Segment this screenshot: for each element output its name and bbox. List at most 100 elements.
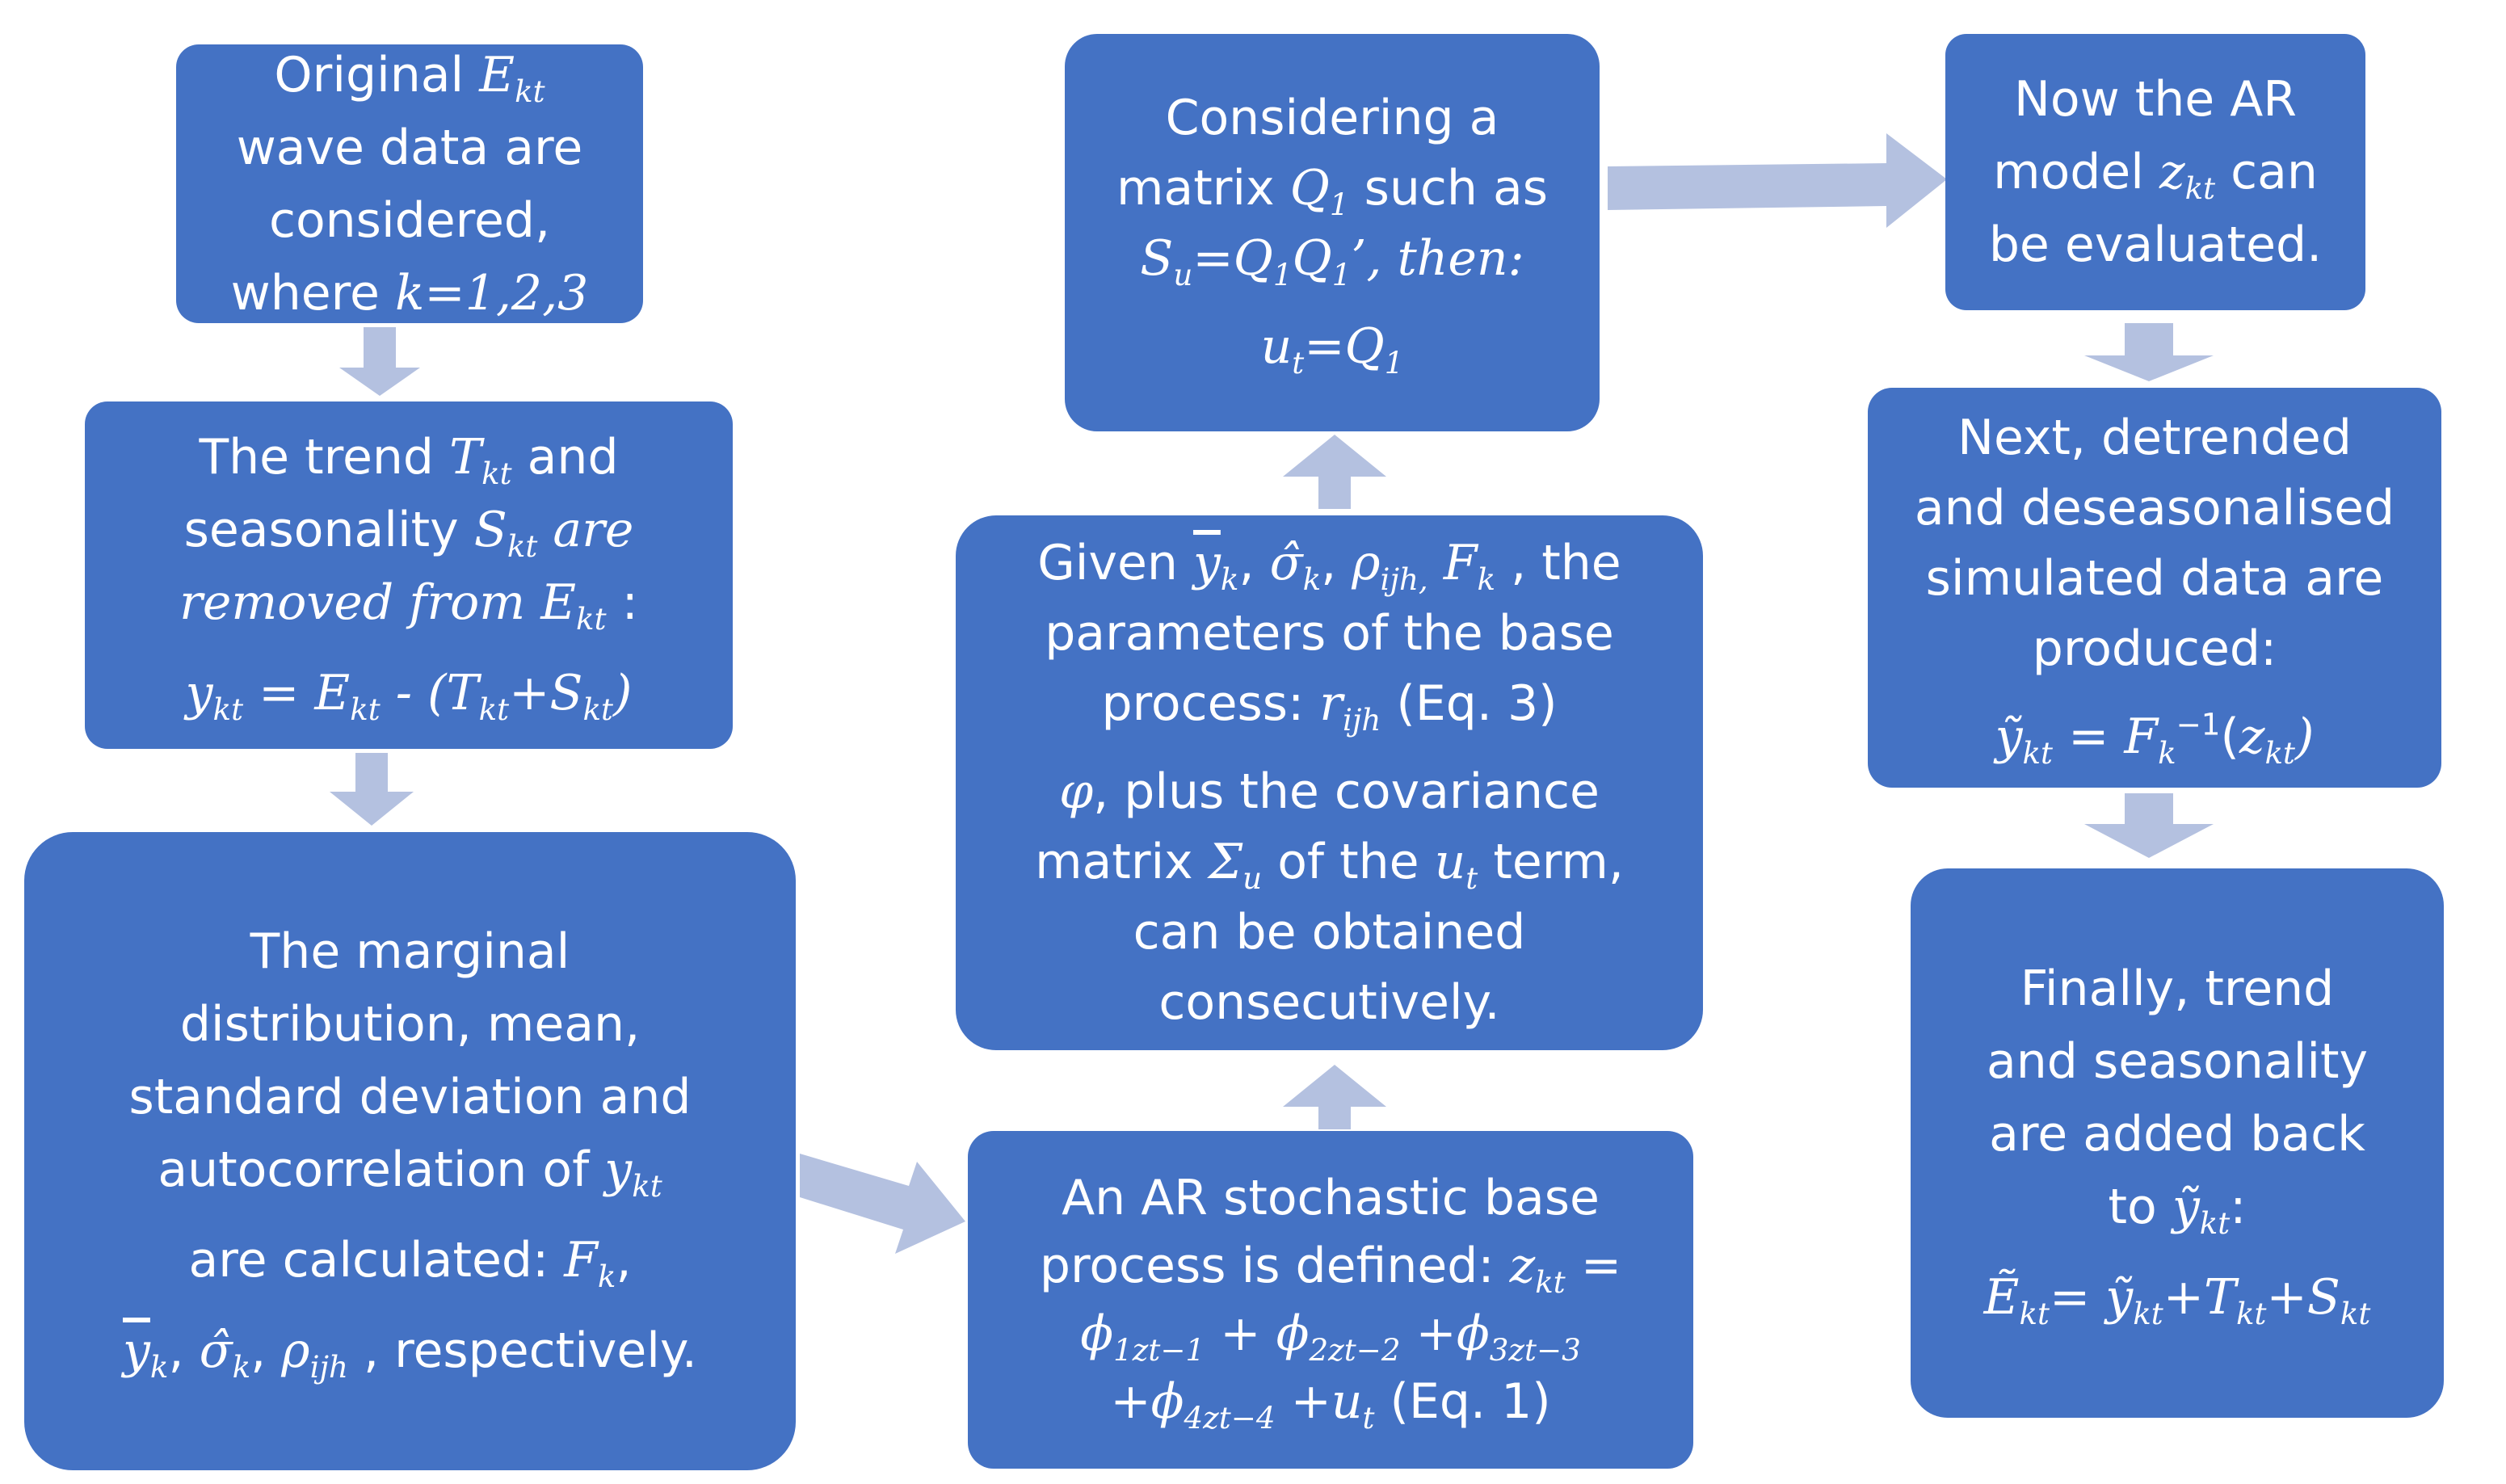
diagram-text: r [1319, 675, 1343, 732]
diagram-text: y [1192, 534, 1221, 591]
diagram-text: ỹ [2172, 1179, 2200, 1235]
diagram-text: kt [582, 692, 613, 728]
arrow-down-3 [2084, 323, 2214, 381]
arrow-up-1 [1283, 1065, 1386, 1129]
diagram-text: φ, plus the covariance [1059, 757, 1600, 827]
diagram-text: +T [2163, 1269, 2236, 1326]
diagram-text: +S [509, 665, 583, 721]
diagram-text: k [1477, 561, 1495, 597]
diagram-text: Su=Q1Q1’, then: [1140, 224, 1524, 294]
diagram-text: matrix [1116, 160, 1290, 217]
diagram-text: 1 [1331, 257, 1352, 293]
diagram-text: ’, then: [1351, 230, 1524, 287]
diagram-text: are added back [1989, 1106, 2365, 1162]
diagram-text: k [1220, 561, 1239, 597]
diagram-text: Q [1289, 160, 1330, 217]
diagram-text: autocorrelation of ykt [158, 1133, 662, 1206]
diagram-text: consecutively. [1158, 973, 1500, 1031]
box-trend-removal: The trend Tkt and seasonality Skt are re… [85, 401, 733, 749]
diagram-text: kt [1535, 1264, 1566, 1301]
diagram-text: ) [2294, 708, 2315, 765]
diagram-text: kt [2019, 1296, 2050, 1332]
diagram-text: y [604, 1141, 633, 1198]
diagram-text: , [1238, 534, 1270, 591]
diagram-text: model [1993, 144, 2159, 200]
diagram-text: can [2215, 144, 2318, 200]
box-finally-added-back: Finally, trend and seasonality are added… [1911, 868, 2444, 1418]
diagram-text: ϕ1zt−1 + ϕ2zt−2 +ϕ3zt−3 [1080, 1300, 1581, 1368]
diagram-text: kt [2264, 735, 2295, 771]
diagram-text: model zkt can [1993, 136, 2318, 208]
diagram-text: ỹ [1995, 708, 2023, 765]
diagram-text: Ẽkt= ỹkt+Tkt+Skt [1984, 1261, 2371, 1334]
diagram-text: k [232, 1349, 251, 1385]
diagram-text: seasonality Skt are [184, 494, 634, 566]
diagram-text: considered, [268, 191, 551, 249]
diagram-text: kt [2235, 1296, 2267, 1332]
box-detrended-data: Next, detrended and deseasonalised simul… [1868, 388, 2441, 788]
diagram-text: 2zt−2 [1309, 1332, 1401, 1368]
arrow-right-1 [800, 1154, 965, 1254]
diagram-text: t [1362, 1400, 1375, 1436]
diagram-text: and deseasonalised [1914, 480, 2395, 536]
diagram-text: kt [2184, 170, 2216, 207]
diagram-text: removed from Ekt : [179, 566, 638, 639]
diagram-text: to [2108, 1179, 2172, 1235]
diagram-text: t [1292, 345, 1305, 381]
diagram-text: kt [212, 692, 244, 728]
diagram-text: u [1260, 318, 1293, 375]
diagram-text: −1 [2176, 706, 2221, 742]
arrow-up-2 [1283, 435, 1386, 509]
diagram-text: process: rijh (Eq. 3) [1101, 669, 1557, 739]
diagram-text: process: [1101, 675, 1320, 732]
diagram-text: + [1275, 1373, 1331, 1430]
diagram-text: and seasonality [1986, 1033, 2369, 1090]
diagram-text: matrix Q1 such as [1116, 153, 1548, 224]
diagram-text: (Eq. 3) [1381, 675, 1558, 732]
diagram-text: ỹ [2105, 1269, 2134, 1326]
diagram-text: , plus the covariance [1093, 763, 1600, 820]
diagram-text: can be obtained [1133, 903, 1526, 961]
diagram-text: are calculated: [188, 1232, 565, 1289]
diagram-text: ρ [1352, 534, 1381, 591]
diagram-text: ρ [281, 1322, 310, 1379]
diagram-text: Q [1292, 230, 1332, 287]
diagram-text: ijh [309, 1349, 348, 1385]
diagram-text: kt [2199, 1205, 2231, 1242]
diagram-text: where [230, 264, 396, 322]
diagram-text: ijh, [1380, 561, 1428, 597]
diagram-text: E [479, 46, 515, 103]
diagram-text: 3zt−3 [1489, 1332, 1581, 1368]
diagram-text: σ̂ [1269, 534, 1303, 591]
diagram-text: Given [1037, 534, 1193, 591]
diagram-text: T [449, 429, 482, 486]
box-ar-model-evaluated: Now the AR model zkt can be evaluated. [1945, 34, 2365, 310]
diagram-text: = [2049, 1269, 2106, 1326]
diagram-text: standard deviation and [128, 1069, 692, 1125]
diagram-text: kt [350, 692, 381, 728]
diagram-text: : [2230, 1179, 2247, 1235]
diagram-text: S [473, 502, 507, 558]
diagram-text: 4zt−4 [1184, 1400, 1276, 1436]
diagram-text: where k=1,2,3 [231, 257, 589, 330]
diagram-text: Original Ekt [274, 39, 545, 111]
diagram-text: =Q [1304, 318, 1385, 375]
arrow-down-4 [2084, 793, 2214, 858]
diagram-text: seasonality [183, 502, 474, 558]
diagram-text: Given yk, σ̂k, ρijh, Fk , the [1037, 528, 1621, 599]
diagram-text: + [1110, 1373, 1151, 1430]
diagram-text: u [1242, 860, 1263, 896]
diagram-text: +S [2266, 1269, 2340, 1326]
diagram-text: , [1321, 534, 1352, 591]
diagram-text: such as [1348, 160, 1549, 217]
diagram-text: u [1434, 833, 1466, 890]
diagram-text: process is defined: zkt = [1040, 1232, 1621, 1300]
diagram-text: - (T [380, 665, 479, 721]
diagram-text: matrix Σu of the ut term, [1035, 827, 1624, 898]
diagram-text: kt [515, 73, 545, 109]
diagram-text: +ϕ4zt−4 +ut (Eq. 1) [1110, 1368, 1550, 1436]
diagram-text: σ̂ [199, 1322, 233, 1379]
diagram-text: and [511, 429, 619, 486]
diagram-text: =Q [1192, 230, 1273, 287]
diagram-text: ϕ [1080, 1305, 1114, 1362]
